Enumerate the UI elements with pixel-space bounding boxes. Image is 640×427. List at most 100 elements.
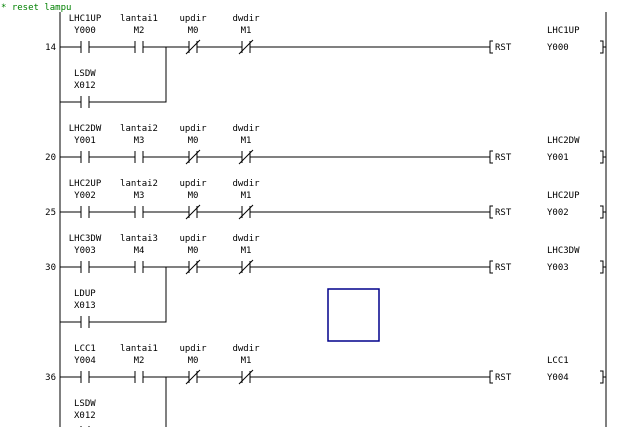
contact-label: LHC3DW bbox=[69, 234, 102, 244]
nc-contact-m0[interactable] bbox=[185, 204, 201, 220]
nc-contact-m1[interactable] bbox=[238, 149, 254, 165]
contact-address: M0 bbox=[188, 191, 199, 201]
contact-address: M3 bbox=[134, 136, 145, 146]
no-contact-m2[interactable] bbox=[134, 371, 144, 383]
instruction-bracket-open bbox=[489, 370, 493, 384]
contact-label: dwdir bbox=[232, 344, 260, 354]
contact-label: LCC1 bbox=[74, 344, 96, 354]
step-number: 25 bbox=[45, 208, 56, 218]
step-number: 30 bbox=[45, 263, 56, 273]
contact-label: dwdir bbox=[232, 179, 260, 189]
coil-label: LHC1UP bbox=[547, 26, 580, 36]
contact-label: updir bbox=[179, 14, 207, 24]
no-contact-m3[interactable] bbox=[134, 206, 144, 218]
contact-label: LHC1UP bbox=[69, 14, 102, 24]
coil-address: Y000 bbox=[547, 43, 569, 53]
branch-address: X012 bbox=[74, 411, 96, 421]
nc-contact-m0[interactable] bbox=[185, 39, 201, 55]
contact-label: updir bbox=[179, 344, 207, 354]
nc-contact-m0[interactable] bbox=[185, 259, 201, 275]
coil-label: LCC1 bbox=[547, 356, 569, 366]
instruction-bracket-close bbox=[600, 370, 604, 384]
instruction-bracket-close bbox=[600, 40, 604, 54]
contact-address: M4 bbox=[134, 246, 145, 256]
instruction-bracket-open bbox=[489, 205, 493, 219]
branch-label: LSDW bbox=[74, 69, 96, 79]
coil-label: LHC3DW bbox=[547, 246, 580, 256]
contact-address: M1 bbox=[241, 26, 252, 36]
contact-address: M1 bbox=[241, 136, 252, 146]
instruction-rst: RST bbox=[495, 43, 512, 53]
no-contact-y001[interactable] bbox=[80, 151, 90, 163]
coil-address: Y002 bbox=[547, 208, 569, 218]
nc-contact-m1[interactable] bbox=[238, 369, 254, 385]
contact-label: lantai2 bbox=[120, 124, 158, 134]
no-contact-y003[interactable] bbox=[80, 261, 90, 273]
contact-address: M0 bbox=[188, 26, 199, 36]
contact-address: Y004 bbox=[74, 356, 96, 366]
contact-label: updir bbox=[179, 124, 207, 134]
rung-comment: * reset lampu bbox=[1, 3, 71, 13]
contact-label: lantai2 bbox=[120, 179, 158, 189]
contact-address: M0 bbox=[188, 136, 199, 146]
nc-contact-m0[interactable] bbox=[185, 149, 201, 165]
contact-address: Y002 bbox=[74, 191, 96, 201]
contact-label: LHC2DW bbox=[69, 124, 102, 134]
contact-label: lantai1 bbox=[120, 14, 158, 24]
step-number: 14 bbox=[45, 43, 56, 53]
instruction-bracket-open bbox=[489, 260, 493, 274]
contact-label: dwdir bbox=[232, 14, 260, 24]
contact-address: M2 bbox=[134, 26, 145, 36]
step-number: 36 bbox=[45, 373, 56, 383]
no-contact-m2[interactable] bbox=[134, 41, 144, 53]
instruction-rst: RST bbox=[495, 373, 512, 383]
no-contact-m4[interactable] bbox=[134, 261, 144, 273]
instruction-rst: RST bbox=[495, 208, 512, 218]
branch-label: LSDW bbox=[74, 399, 96, 409]
branch-label: LDUP bbox=[74, 289, 96, 299]
contact-address: Y000 bbox=[74, 26, 96, 36]
instruction-bracket-open bbox=[489, 150, 493, 164]
contact-label: dwdir bbox=[232, 124, 260, 134]
contact-address: M1 bbox=[241, 246, 252, 256]
branch-wire bbox=[89, 267, 167, 323]
contact-address: M0 bbox=[188, 356, 199, 366]
contact-label: updir bbox=[179, 234, 207, 244]
contact-address: Y001 bbox=[74, 136, 96, 146]
instruction-bracket-close bbox=[600, 260, 604, 274]
coil-address: Y001 bbox=[547, 153, 569, 163]
instruction-bracket-open bbox=[489, 40, 493, 54]
instruction-rst: RST bbox=[495, 153, 512, 163]
instruction-bracket-close bbox=[600, 150, 604, 164]
branch-wire bbox=[165, 377, 167, 427]
nc-contact-m1[interactable] bbox=[238, 259, 254, 275]
branch-wire bbox=[89, 47, 167, 103]
instruction-bracket-close bbox=[600, 205, 604, 219]
contact-label: lantai3 bbox=[120, 234, 158, 244]
no-contact-x013[interactable] bbox=[80, 316, 90, 328]
nc-contact-m0[interactable] bbox=[185, 369, 201, 385]
contact-label: updir bbox=[179, 179, 207, 189]
coil-label: LHC2UP bbox=[547, 191, 580, 201]
contact-address: M3 bbox=[134, 191, 145, 201]
no-contact-m3[interactable] bbox=[134, 151, 144, 163]
contact-label: lantai1 bbox=[120, 344, 158, 354]
contact-label: LHC2UP bbox=[69, 179, 102, 189]
no-contact-y002[interactable] bbox=[80, 206, 90, 218]
coil-address: Y004 bbox=[547, 373, 569, 383]
coil-label: LHC2DW bbox=[547, 136, 580, 146]
contact-label: dwdir bbox=[232, 234, 260, 244]
contact-address: M2 bbox=[134, 356, 145, 366]
no-contact-y004[interactable] bbox=[80, 371, 90, 383]
nc-contact-m1[interactable] bbox=[238, 204, 254, 220]
contact-address: M1 bbox=[241, 191, 252, 201]
editor-cursor[interactable] bbox=[327, 288, 380, 342]
branch-address: X013 bbox=[74, 301, 96, 311]
no-contact-y000[interactable] bbox=[80, 41, 90, 53]
nc-contact-m1[interactable] bbox=[238, 39, 254, 55]
contact-address: Y003 bbox=[74, 246, 96, 256]
step-number: 20 bbox=[45, 153, 56, 163]
coil-address: Y003 bbox=[547, 263, 569, 273]
no-contact-x012[interactable] bbox=[80, 96, 90, 108]
